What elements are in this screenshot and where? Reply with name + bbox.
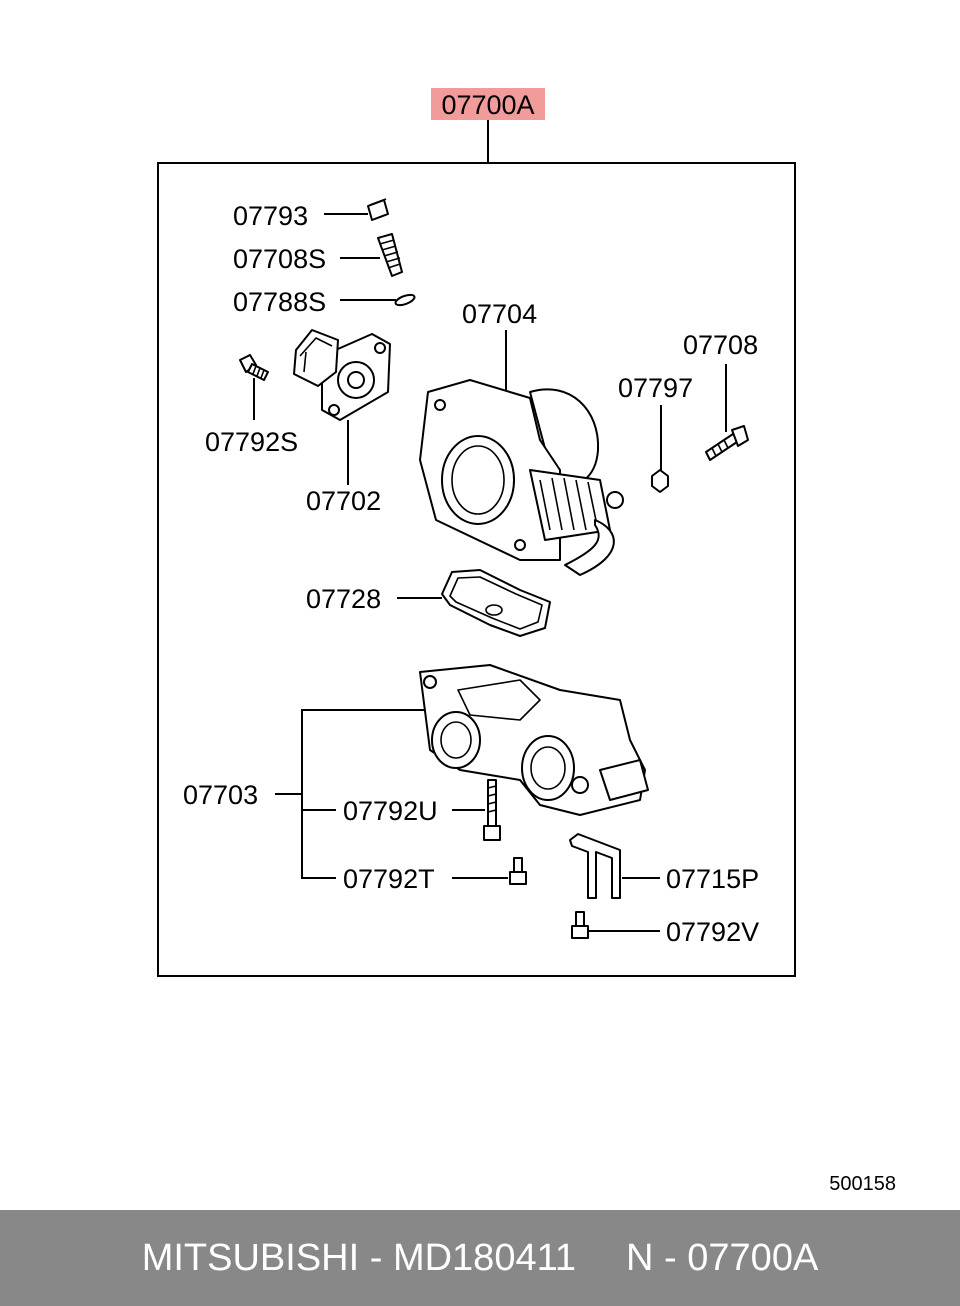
screw-part-07792V (571, 911, 589, 939)
screw-part-07792U (483, 779, 501, 841)
parts-diagram: 07700A 07793 07708S 07788S 07792S 07702 … (157, 88, 896, 1195)
label-07797[interactable]: 07797 (618, 373, 693, 403)
label-07715P[interactable]: 07715P (666, 864, 759, 894)
label-07702[interactable]: 07702 (306, 486, 381, 516)
gasket-part-07728 (441, 569, 551, 637)
footer-brand: MITSUBISHI (141, 1236, 360, 1279)
image-code: 500158 (829, 1173, 896, 1195)
nut-part-07797 (651, 469, 669, 493)
footer-separator: - (359, 1236, 393, 1279)
label-07792S[interactable]: 07792S (205, 427, 298, 457)
label-07792U[interactable]: 07792U (343, 796, 438, 826)
assembly-frame (157, 162, 796, 977)
label-07703[interactable]: 07703 (183, 780, 258, 810)
spring-part-07708S (377, 233, 403, 277)
oring-part-07788S (394, 293, 416, 307)
label-07704[interactable]: 07704 (462, 299, 537, 329)
label-07728[interactable]: 07728 (306, 584, 381, 614)
assembly-label-highlight (431, 88, 545, 120)
label-07793[interactable]: 07793 (233, 201, 308, 231)
throttle-body-part-07703 (419, 664, 649, 816)
sensor-part-07702 (293, 329, 391, 421)
assembly-label[interactable]: 07700A (441, 90, 534, 120)
bracket-part-07715P (569, 833, 621, 899)
footer-bar: MITSUBISHI - MD180411 N - 07700A (0, 1210, 960, 1306)
label-07708S[interactable]: 07708S (233, 244, 326, 274)
bolt-part-07708 (705, 425, 749, 461)
label-07792V[interactable]: 07792V (666, 917, 759, 947)
footer-ref-separator: - (653, 1236, 688, 1279)
throttle-body-part-07704 (419, 379, 624, 576)
cap-part-07793 (367, 198, 389, 221)
footer-ref-code: 07700A (687, 1236, 819, 1279)
label-07792T[interactable]: 07792T (343, 864, 435, 894)
label-07788S[interactable]: 07788S (233, 287, 326, 317)
label-07708[interactable]: 07708 (683, 330, 758, 360)
screw-part-07792T (509, 857, 527, 885)
footer-part-number: MD180411 (392, 1236, 577, 1279)
footer-ref-prefix: N (626, 1236, 654, 1279)
screw-part-07792S (239, 354, 269, 381)
